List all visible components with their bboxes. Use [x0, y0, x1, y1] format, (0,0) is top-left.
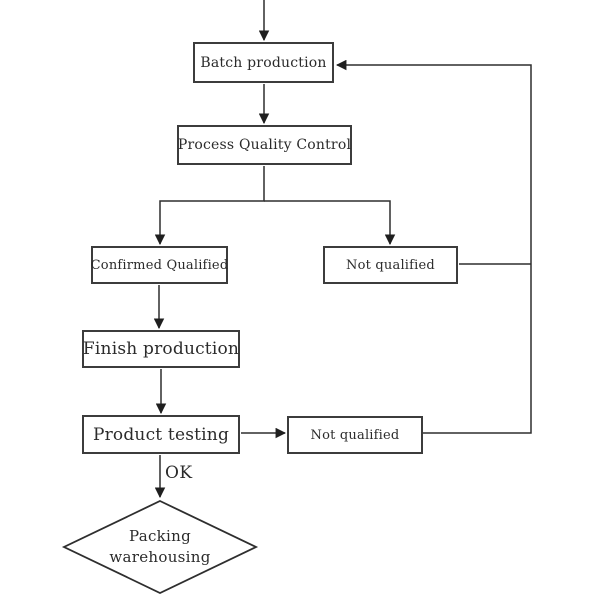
edge-process-quality-control-to-not-qualified-top	[264, 200, 396, 246]
packing-warehousing-diamond	[61, 500, 259, 594]
node-not-qualified-top-label: Not qualified	[346, 257, 435, 273]
edge-label-ok: OK	[165, 463, 193, 483]
node-not-qualified-top: Not qualified	[323, 246, 458, 284]
node-confirmed-qualified: Confirmed Qualified	[91, 246, 228, 284]
node-product-testing: Product testing	[82, 415, 240, 454]
edge-return-line-to-batch-production	[335, 59, 532, 434]
node-product-testing-label: Product testing	[92, 424, 230, 445]
node-confirmed-qualified-label: Confirmed Qualified	[90, 257, 229, 273]
node-not-qualified-bottom: Not qualified	[287, 416, 423, 454]
node-finish-production: Finish production	[82, 330, 240, 368]
edge-process-quality-control-to-confirmed-qualified	[154, 166, 265, 246]
node-finish-production-label: Finish production	[82, 339, 240, 359]
node-batch-production-label: Batch production	[200, 54, 327, 71]
node-batch-production: Batch production	[193, 42, 334, 83]
packing-warehousing-line2: warehousing	[109, 548, 211, 566]
node-process-quality-control: Process Quality Control	[177, 125, 352, 165]
node-process-quality-control-label: Process Quality Control	[177, 137, 352, 153]
node-not-qualified-bottom-label: Not qualified	[310, 427, 400, 443]
packing-warehousing-line1: Packing	[128, 527, 191, 545]
node-packing-warehousing-label: Packing warehousing	[88, 519, 232, 575]
